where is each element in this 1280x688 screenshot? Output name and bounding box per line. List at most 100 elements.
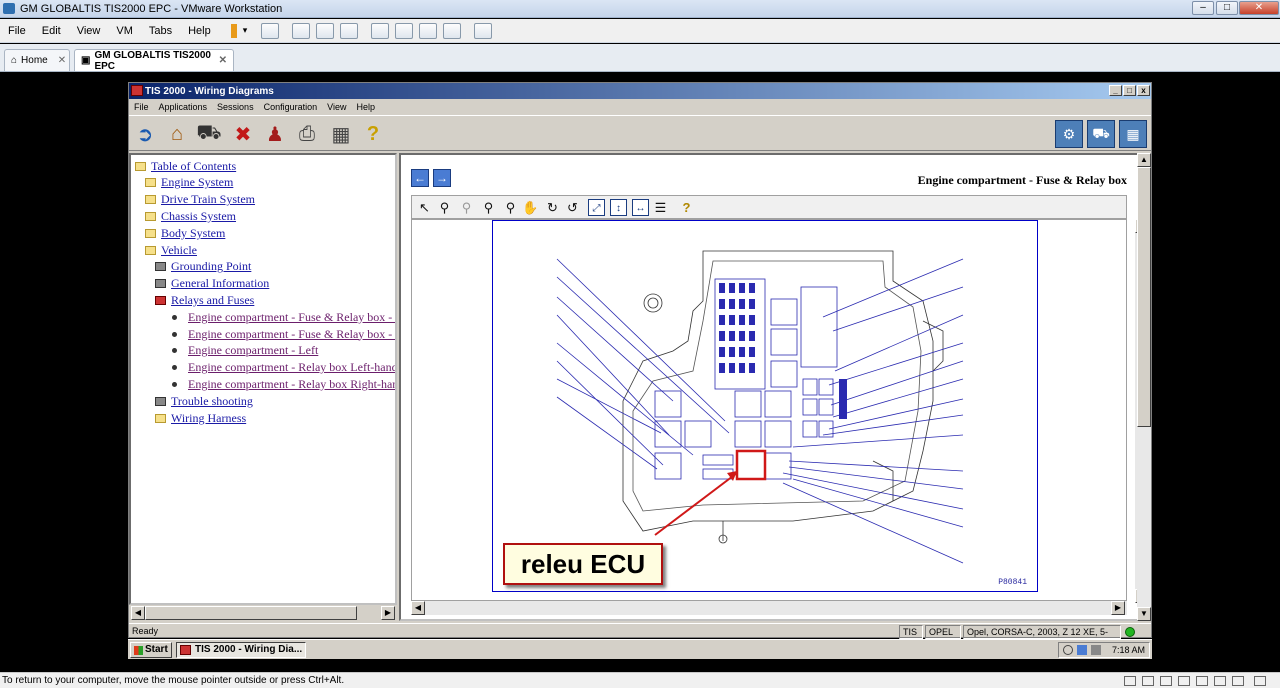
- tray-network-icon[interactable]: [1063, 645, 1073, 655]
- tree-item[interactable]: Table of Contents: [135, 158, 236, 174]
- tree-item[interactable]: Body System: [145, 225, 225, 241]
- select-pointer-icon[interactable]: ↖: [419, 200, 430, 215]
- tree-item[interactable]: Engine compartment - Relay box Right-han…: [169, 376, 395, 392]
- tab-tis[interactable]: ▣ GM GLOBALTIS TIS2000 EPC ✕: [74, 49, 234, 72]
- notes-icon[interactable]: ▦: [331, 123, 351, 146]
- tray-display-icon[interactable]: [1077, 645, 1087, 655]
- pause-icon[interactable]: [230, 23, 237, 38]
- diagram-horizontal-scrollbar[interactable]: ◀ ▶: [411, 601, 1127, 615]
- tree-item[interactable]: General Information: [155, 276, 269, 292]
- printer-icon[interactable]: [1196, 676, 1208, 686]
- scroll-up-icon[interactable]: ▲: [1137, 153, 1151, 167]
- pan-hand-icon[interactable]: ✋: [522, 200, 539, 215]
- fit-page-icon[interactable]: ⤢: [588, 199, 605, 216]
- menu-view[interactable]: View: [76, 24, 101, 37]
- fit-height-icon[interactable]: ↕: [610, 199, 627, 216]
- module-diagnostics-icon[interactable]: ⚙: [1055, 120, 1083, 148]
- tree-item[interactable]: Engine compartment - Fuse & Relay box - …: [169, 309, 395, 325]
- revert-snapshot-icon[interactable]: [316, 22, 335, 39]
- tree-item[interactable]: Relays and Fuses: [155, 292, 254, 308]
- hdd-icon[interactable]: [1124, 676, 1136, 686]
- fullscreen-toggle-icon[interactable]: [1254, 676, 1266, 686]
- menu-tabs[interactable]: Tabs: [148, 24, 173, 37]
- vehicle-select-icon[interactable]: ⛟: [196, 121, 222, 144]
- send-ctrl-alt-del-icon[interactable]: [261, 22, 280, 39]
- tree-item[interactable]: Chassis System: [145, 208, 236, 224]
- tree-item[interactable]: Vehicle: [145, 242, 197, 258]
- tis-menu-configuration[interactable]: Configuration: [263, 102, 318, 112]
- tree-item[interactable]: Engine System: [145, 175, 233, 191]
- taskbar-item-tis[interactable]: TIS 2000 - Wiring Dia...: [176, 642, 306, 658]
- pause-dropdown-icon[interactable]: ▾: [242, 25, 248, 35]
- tree-item[interactable]: Engine compartment - Left: [169, 343, 318, 359]
- tis-maximize-button[interactable]: □: [1123, 85, 1136, 96]
- tis-menu-sessions[interactable]: Sessions: [217, 102, 254, 112]
- scroll-thumb[interactable]: [1137, 167, 1151, 427]
- zoom-icon[interactable]: ⚲: [483, 200, 494, 215]
- usb-icon[interactable]: [1160, 676, 1172, 686]
- tree-item[interactable]: Drive Train System: [145, 192, 255, 208]
- sidebar-toggle-icon[interactable]: [371, 22, 390, 39]
- fit-width-icon[interactable]: ↔: [632, 199, 649, 216]
- cancel-icon[interactable]: ✖: [234, 123, 252, 146]
- tree-item[interactable]: Engine compartment - Fuse & Relay box - …: [169, 326, 395, 342]
- tis-minimize-button[interactable]: _: [1109, 85, 1122, 96]
- scroll-right-icon[interactable]: ▶: [1111, 601, 1125, 615]
- maximize-button[interactable]: □: [1216, 1, 1238, 15]
- tray-volume-icon[interactable]: [1091, 645, 1101, 655]
- tree-item[interactable]: Grounding Point: [155, 259, 251, 275]
- tab-close-icon[interactable]: ✕: [57, 55, 67, 66]
- help-icon[interactable]: ?: [366, 122, 380, 145]
- menu-edit[interactable]: Edit: [41, 24, 61, 37]
- zoom-in-icon[interactable]: ⚲: [439, 200, 450, 215]
- pane-vertical-scrollbar[interactable]: ▲ ▼: [1137, 153, 1151, 621]
- message-icon[interactable]: [1232, 676, 1244, 686]
- start-button[interactable]: Start: [130, 642, 172, 658]
- thumbnail-icon[interactable]: [474, 22, 493, 39]
- tree-horizontal-scrollbar[interactable]: ◀ ▶: [129, 605, 397, 621]
- zoom-out-icon[interactable]: ⚲: [461, 200, 472, 215]
- measure-icon[interactable]: ☰: [654, 200, 667, 215]
- console-view-icon[interactable]: [395, 22, 414, 39]
- forward-arrow-icon[interactable]: →: [433, 169, 451, 187]
- tis-menu-view[interactable]: View: [327, 102, 347, 112]
- diagram-canvas[interactable]: releu ECU P80841: [411, 219, 1127, 601]
- tis-menu-help[interactable]: Help: [356, 102, 375, 112]
- unity-icon[interactable]: [443, 22, 462, 39]
- zoom-area-icon[interactable]: ⚲: [505, 200, 516, 215]
- tree-item[interactable]: Engine compartment - Relay box Left-hand: [169, 360, 395, 376]
- scroll-right-icon[interactable]: ▶: [381, 606, 395, 620]
- menu-file[interactable]: File: [8, 24, 26, 37]
- home-icon[interactable]: ⌂: [170, 122, 184, 145]
- menu-help[interactable]: Help: [188, 24, 211, 37]
- rotate-right-icon[interactable]: ↻: [547, 200, 558, 215]
- sound-icon[interactable]: [1178, 676, 1190, 686]
- rotate-left-icon[interactable]: ↺: [567, 200, 578, 215]
- menu-vm[interactable]: VM: [116, 24, 133, 37]
- snapshot-icon[interactable]: [292, 22, 311, 39]
- tis-menu-file[interactable]: File: [134, 102, 149, 112]
- close-button[interactable]: ✕: [1239, 1, 1279, 15]
- module-vehicle-icon[interactable]: ⛟: [1087, 120, 1115, 148]
- minimize-button[interactable]: –: [1192, 1, 1214, 15]
- back-arrow-icon[interactable]: ←: [411, 169, 429, 187]
- tab-home[interactable]: ⌂ Home ✕: [4, 49, 70, 71]
- scroll-thumb[interactable]: [145, 606, 357, 620]
- scroll-left-icon[interactable]: ◀: [411, 601, 425, 615]
- print-icon[interactable]: ⎙: [299, 122, 315, 145]
- viewer-help-icon[interactable]: ?: [682, 200, 691, 215]
- snapshot-manager-icon[interactable]: [340, 22, 359, 39]
- tree-item[interactable]: Trouble shooting: [155, 393, 253, 409]
- exit-icon[interactable]: ➲: [136, 123, 154, 146]
- tis-menu-applications[interactable]: Applications: [158, 102, 208, 112]
- user-icon[interactable]: ♟: [266, 123, 284, 146]
- module-parts-icon[interactable]: ▦: [1119, 120, 1147, 148]
- fullscreen-icon[interactable]: [419, 22, 438, 39]
- tree-item[interactable]: Wiring Harness: [155, 410, 246, 426]
- tab-close-icon[interactable]: ✕: [218, 55, 227, 66]
- tis-close-button[interactable]: x: [1137, 85, 1150, 96]
- scroll-down-icon[interactable]: ▼: [1137, 607, 1151, 621]
- display-icon[interactable]: [1214, 676, 1226, 686]
- network-icon[interactable]: [1142, 676, 1154, 686]
